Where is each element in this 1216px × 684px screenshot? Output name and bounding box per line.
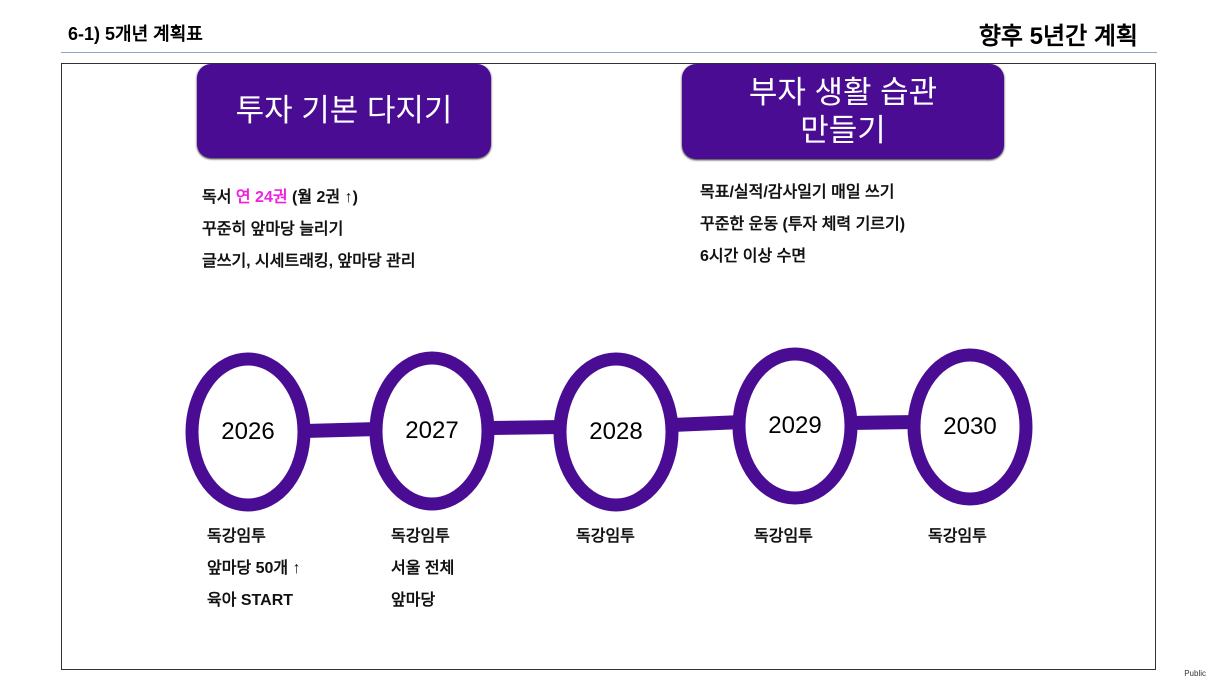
- year-label: 2030: [943, 413, 997, 440]
- list-item: 목표/실적/감사일기 매일 쓰기: [700, 184, 895, 201]
- text: (월 2권 ↑): [287, 189, 358, 206]
- note: 독강임투: [391, 528, 450, 545]
- note: 독강임투: [928, 528, 987, 545]
- connector: [304, 422, 379, 438]
- note: 앞마당 50개 ↑: [207, 560, 301, 577]
- text: 독서: [202, 189, 236, 206]
- year-circle: [369, 351, 495, 511]
- year-circle: [185, 352, 311, 512]
- goal-title-line2: 만들기: [800, 112, 886, 148]
- list-item: 꾸준한 운동 (투자 체력 기르기): [700, 216, 906, 233]
- note: 독강임투: [754, 528, 813, 545]
- connector: [489, 420, 562, 435]
- year-label: 2029: [768, 412, 822, 439]
- year-notes-2027: 독강임투 서울 전체 앞마당: [391, 521, 454, 617]
- page-title: 향후 5년간 계획: [978, 23, 1138, 50]
- year-notes-2030: 독강임투: [928, 521, 987, 553]
- note: 독강임투: [207, 528, 266, 545]
- highlight-text: 연 24권: [235, 189, 288, 206]
- goal-list-investment: 독서 연 24권 (월 2권 ↑) 꾸준히 앞마당 늘리기 글쓰기, 시세트래킹…: [202, 182, 416, 278]
- section-title: 6-1) 5개년 계획표: [68, 24, 203, 44]
- content-frame: [61, 63, 1156, 670]
- year-notes-2029: 독강임투: [754, 521, 813, 553]
- year-label: 2026: [221, 418, 275, 445]
- goal-list-habits: 목표/실적/감사일기 매일 쓰기 꾸준한 운동 (투자 체력 기르기) 6시간 …: [700, 177, 905, 273]
- year-circle: [907, 348, 1033, 506]
- connector: [849, 415, 920, 430]
- year-notes-2026: 독강임투 앞마당 50개 ↑ 육아 START: [207, 521, 301, 617]
- list-item: 독서 연 24권 (월 2권 ↑): [202, 182, 416, 214]
- note: 앞마당: [391, 592, 436, 609]
- year-label: 2027: [405, 417, 459, 444]
- goal-box-investment-basics: 투자 기본 다지기: [197, 64, 491, 158]
- list-item: 6시간 이상 수면: [700, 248, 807, 265]
- year-circle: [553, 352, 679, 512]
- year-notes-2028: 독강임투: [576, 521, 635, 553]
- goal-title-line1: 부자 생활 습관: [748, 74, 938, 110]
- note: 독강임투: [576, 528, 635, 545]
- note: 육아 START: [207, 592, 294, 609]
- goal-box-rich-habits: 부자 생활 습관 만들기: [682, 64, 1004, 159]
- year-label: 2028: [589, 418, 643, 445]
- connector: [671, 415, 743, 432]
- header-divider: [61, 52, 1157, 53]
- list-item: 꾸준히 앞마당 늘리기: [202, 221, 344, 238]
- year-circle: [732, 347, 858, 505]
- note: 서울 전체: [391, 560, 455, 577]
- list-item: 글쓰기, 시세트래킹, 앞마당 관리: [202, 253, 416, 270]
- goal-title: 투자 기본 다지기: [235, 93, 453, 128]
- classification-label: Public: [1184, 669, 1206, 678]
